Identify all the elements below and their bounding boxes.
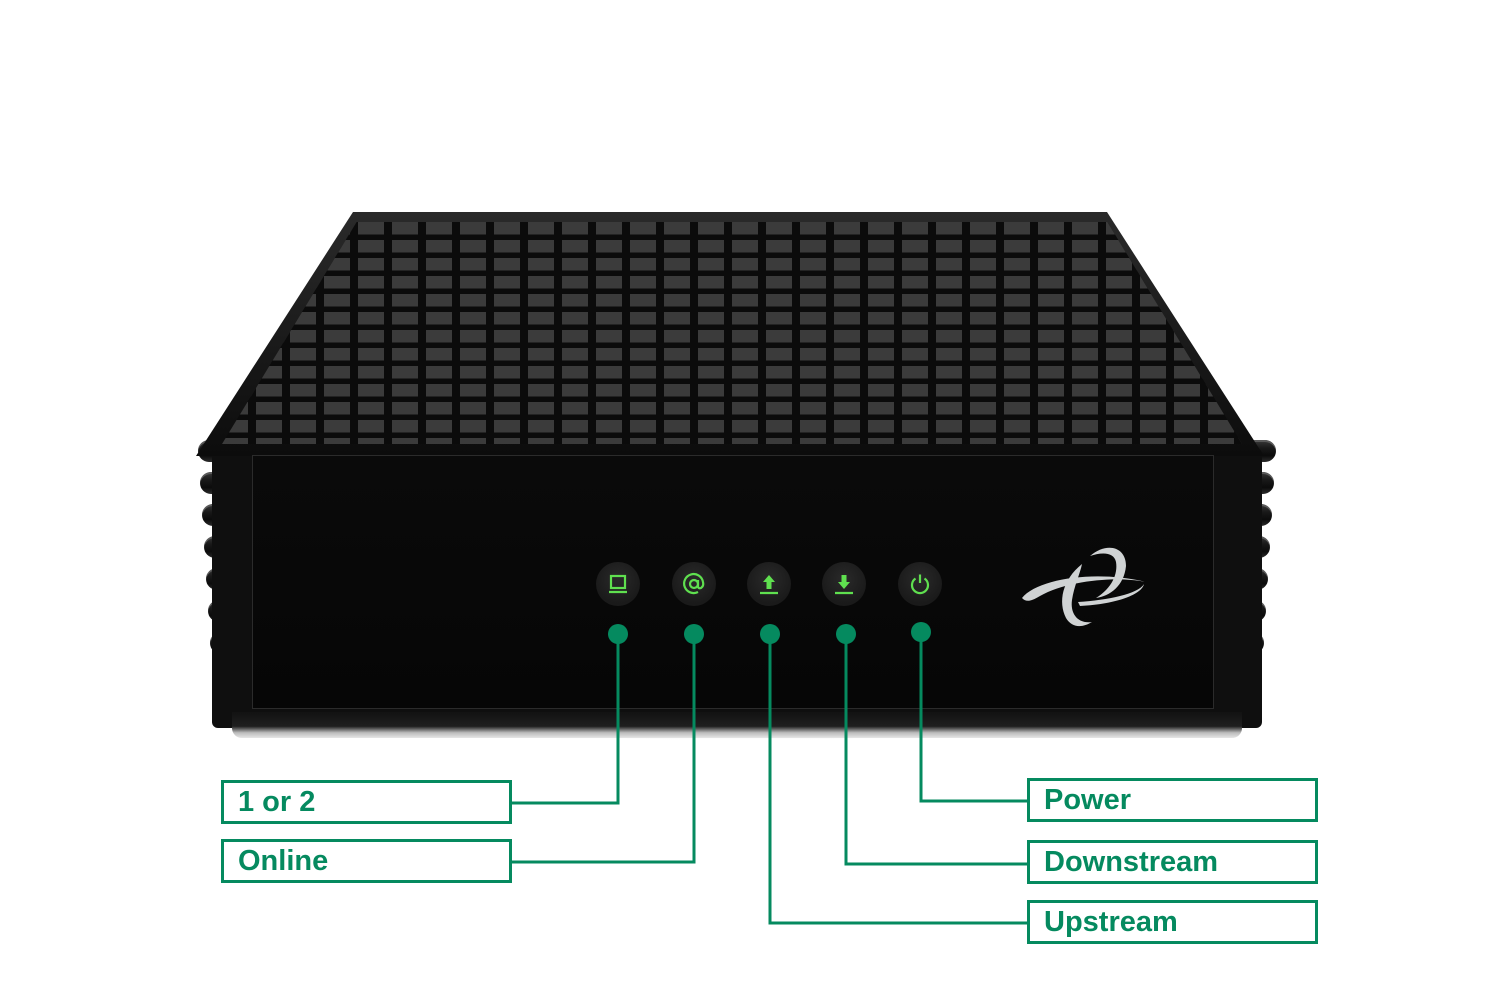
upload-arrow-icon — [760, 575, 778, 595]
download-arrow-icon — [835, 575, 853, 595]
label-upstream: Upstream — [1027, 900, 1318, 944]
at-sign-icon — [683, 572, 705, 595]
led-link — [596, 562, 640, 606]
label-power-text: Power — [1044, 783, 1132, 816]
swoosh-logo-icon — [1022, 547, 1146, 627]
label-downstream-text: Downstream — [1044, 845, 1219, 878]
label-upstream-text: Upstream — [1044, 905, 1178, 938]
led-power — [898, 562, 942, 606]
led-upstream — [747, 562, 791, 606]
led-online — [672, 562, 716, 606]
callout-dot-upstream — [760, 624, 780, 644]
laptop-icon — [609, 574, 627, 594]
label-link: 1 or 2 — [221, 780, 512, 824]
modem-base — [232, 712, 1242, 738]
callout-dot-online — [684, 624, 704, 644]
label-online: Online — [221, 839, 512, 883]
label-downstream: Downstream — [1027, 840, 1318, 884]
label-power: Power — [1027, 778, 1318, 822]
led-downstream — [822, 562, 866, 606]
power-icon — [910, 574, 930, 595]
callout-dot-downstream — [836, 624, 856, 644]
callout-dot-power — [911, 622, 931, 642]
top-vent-grid — [222, 222, 1242, 444]
label-online-text: Online — [238, 844, 329, 877]
callout-dot-link — [608, 624, 628, 644]
label-link-text: 1 or 2 — [238, 785, 316, 818]
